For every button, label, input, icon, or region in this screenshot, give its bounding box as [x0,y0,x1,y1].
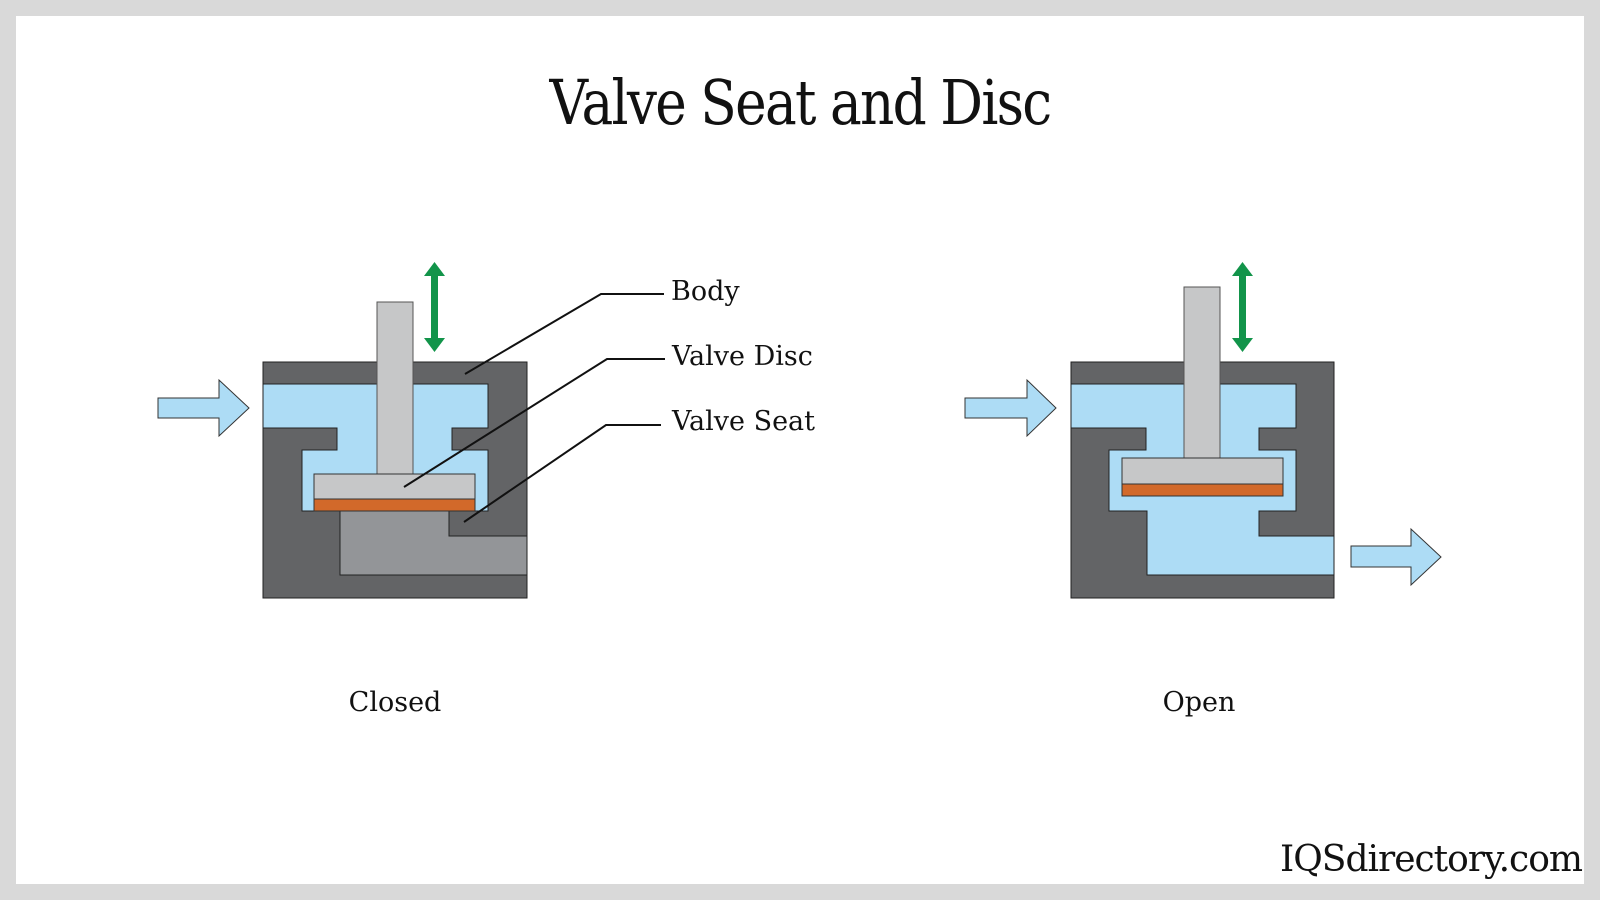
closed-inlet-arrow-icon [157,378,250,438]
callout-valve-disc: Valve Disc [672,341,813,372]
open-seat-face [1121,483,1284,497]
valve-disc-leader-line [403,358,665,488]
open-valve-disc [1121,457,1284,485]
open-valve [964,262,1442,599]
callout-valve-seat: Valve Seat [672,406,815,437]
open-stem-motion-icon [1232,262,1253,352]
closed-valve [157,262,528,599]
open-inlet-arrow-icon [964,378,1057,438]
closed-stem-motion-icon [424,262,445,352]
open-valve-stem [1183,286,1221,460]
open-outlet-arrow-icon [1350,527,1442,587]
closed-valve-stem [376,301,414,476]
closed-state-label: Closed [348,687,442,718]
closed-seat-face [313,498,476,512]
body-leader-line [464,293,664,375]
callout-lines [403,293,665,523]
closed-valve-disc [313,473,476,500]
brand-watermark: IQSdirectory.com [1280,839,1583,880]
open-state-label: Open [1162,687,1236,718]
callout-body: Body [671,276,740,307]
valve-seat-leader-line [463,424,661,523]
page-title: Valve Seat and Disc [549,66,1053,139]
